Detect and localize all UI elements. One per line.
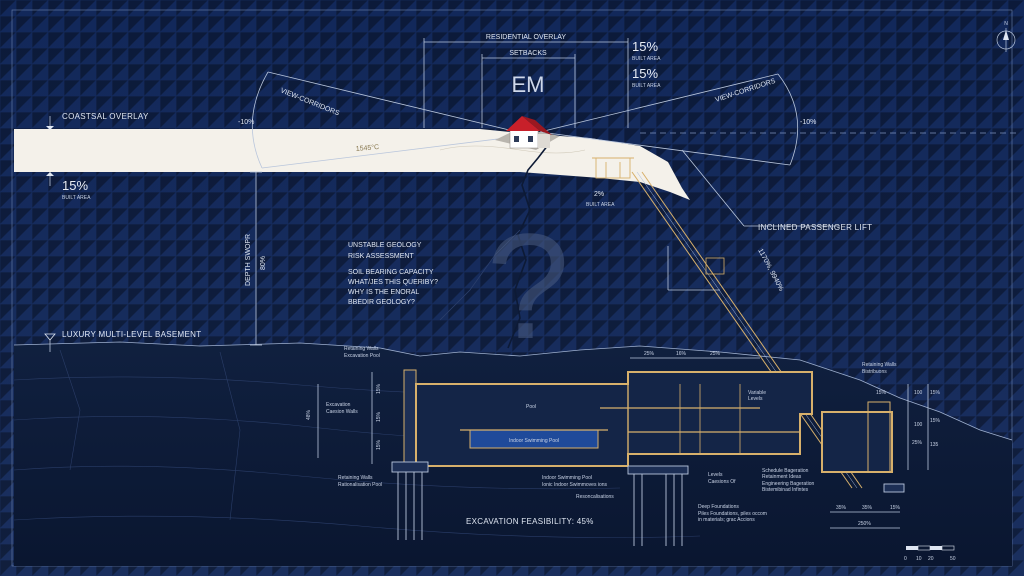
excavation-sub: Caesion Walls: [326, 409, 358, 415]
built-area-top1-value: 15%: [632, 39, 658, 54]
geology-line-1: UNSTABLE GEOLOGY: [348, 242, 422, 249]
dim-b4: 250%: [858, 521, 871, 527]
depth-label: DEPTH SWOPR: [245, 234, 252, 286]
deep-foundation-piles: [391, 461, 905, 546]
depth-pct: 80%: [260, 256, 267, 270]
variable-sub: Levels: [748, 396, 763, 402]
basement-level-icon: [44, 333, 56, 341]
pct-a: 25%: [644, 351, 655, 357]
built-area-top2-value: 15%: [632, 66, 658, 81]
geology-line-6: BBEDIR GEOLOGY?: [348, 299, 415, 306]
retaining-right-label: Retaining Walls: [862, 362, 897, 368]
retaining-top-sub: Excavation Pool: [344, 353, 380, 359]
retaining-right-sub: Bistribuons: [862, 369, 887, 375]
inclined-lift-label: INCLINED PASSENGER LIFT: [758, 223, 872, 232]
pavilion-built-label: BUILT AREA: [586, 202, 615, 208]
pool-top-label: Pool: [526, 404, 536, 410]
variable-label: Variable: [748, 390, 766, 396]
scale-1: 10: [916, 556, 922, 562]
compass-icon: [996, 28, 1016, 52]
dim-d3: 15%: [376, 439, 382, 450]
cliff-contour: [439, 145, 586, 154]
scale-2: 20: [928, 556, 934, 562]
pct-b: 16%: [676, 351, 687, 357]
retaining-top-label: Retaining Walls: [344, 346, 379, 352]
view-line-right-bottom: [539, 131, 791, 166]
retaining-bottom-label: Retaining Walls: [338, 475, 373, 481]
scale-bar: [906, 545, 955, 551]
deep-foundations-label: Deep Foundations: [698, 504, 739, 510]
compass-label: N: [1004, 21, 1008, 27]
pavilion-built-value: 2%: [594, 191, 604, 198]
dim-b2: 35%: [862, 505, 873, 511]
view-line-left-top: [267, 71, 531, 136]
pct-c: 25%: [710, 351, 721, 357]
dim-r5: 100: [914, 422, 923, 428]
reconciliations-label: Resoncalisations: [576, 494, 614, 500]
dim-r2: 15%: [930, 390, 941, 396]
pool-sub: Ionic Indoor Swimmoves ions: [542, 482, 608, 488]
engineering-sub2: Engineering Bageration: [762, 481, 814, 487]
dim-r6: 25%: [912, 440, 923, 446]
geology-line-5: WHY IS THE ENORAL: [348, 289, 419, 296]
excavation-feasibility: EXCAVATION FEASIBILITY: 45%: [466, 517, 594, 526]
built-arrow-icon: [46, 172, 54, 176]
scale-3: 50: [950, 556, 956, 562]
engineering-label: Schedule Bageration: [762, 468, 809, 474]
dim-r7: 15%: [876, 390, 887, 396]
dim-r3: 15%: [930, 418, 941, 424]
basement-label: LUXURY MULTI-LEVEL BASEMENT: [62, 330, 201, 339]
engineering-sub1: Retainment Ideas: [762, 474, 802, 480]
view-line-right-top: [539, 73, 779, 133]
dim-d2: 15%: [376, 411, 382, 422]
slope-label: 1545°C: [355, 143, 379, 153]
residential-overlay-label: RESIDENTIAL OVERLAY: [486, 34, 566, 41]
geology-crack: [507, 144, 549, 349]
view-arc-right: [777, 73, 799, 166]
setbacks-label: SETBACKS: [509, 50, 547, 57]
view-arc-left: [251, 71, 269, 169]
dim-r4: 135: [930, 442, 939, 448]
basement-structure: [403, 369, 893, 473]
deep-foundations-sub1: Piles Foundations, piles occom: [698, 511, 767, 517]
crack-branch: [439, 229, 521, 321]
dim-b1: 35%: [836, 505, 847, 511]
lift-leader: [681, 149, 745, 227]
pool-inner-label: Indoor Swimming Pool: [509, 438, 559, 444]
dim-r1: 100: [914, 390, 923, 396]
coastal-arrow-icon: [46, 126, 54, 130]
question-mark: ?: [486, 202, 569, 370]
dim-b3: 15%: [890, 505, 901, 511]
dim-d4: 48%: [306, 409, 312, 420]
view-line-left-bottom: [261, 134, 531, 169]
built-area-top1-label: BUILT AREA: [632, 56, 661, 62]
geology-line-2: RISK ASSESSMENT: [348, 253, 414, 260]
pool-label: Indoor Swimming Pool: [542, 475, 592, 481]
geology-line-4: WHAT/JES THIS QUERIBY?: [348, 279, 438, 286]
scale-0: 0: [904, 556, 907, 562]
built-area-top2-label: BUILT AREA: [632, 83, 661, 89]
view-pct-left: -10%: [238, 119, 254, 126]
deep-foundations-sub2: in materials; grac Accions: [698, 517, 755, 523]
levels-sub: Caesions Of: [708, 479, 736, 485]
built-area-left-label: BUILT AREA: [62, 195, 91, 201]
engineering-sub3: Bistemibinad Infintes: [762, 487, 809, 493]
brand-logo: EM: [512, 72, 545, 97]
built-area-left-value: 15%: [62, 178, 88, 193]
excavation-label: Excavation: [326, 402, 351, 408]
house-icon: [495, 116, 560, 150]
coastal-overlay-label: COASTSAL OVERLAY: [62, 112, 149, 121]
geology-line-3: SOIL BEARING CAPACITY: [348, 269, 434, 276]
ground-line: [13, 341, 1013, 441]
view-pct-right: -10%: [800, 119, 816, 126]
pavilion-icon: [592, 157, 634, 179]
basement-dims: [317, 357, 929, 529]
retaining-bottom-sub: Rationalisation Pool: [338, 482, 382, 488]
dim-d1: 15%: [376, 383, 382, 394]
levels-label: Levels: [708, 472, 723, 478]
